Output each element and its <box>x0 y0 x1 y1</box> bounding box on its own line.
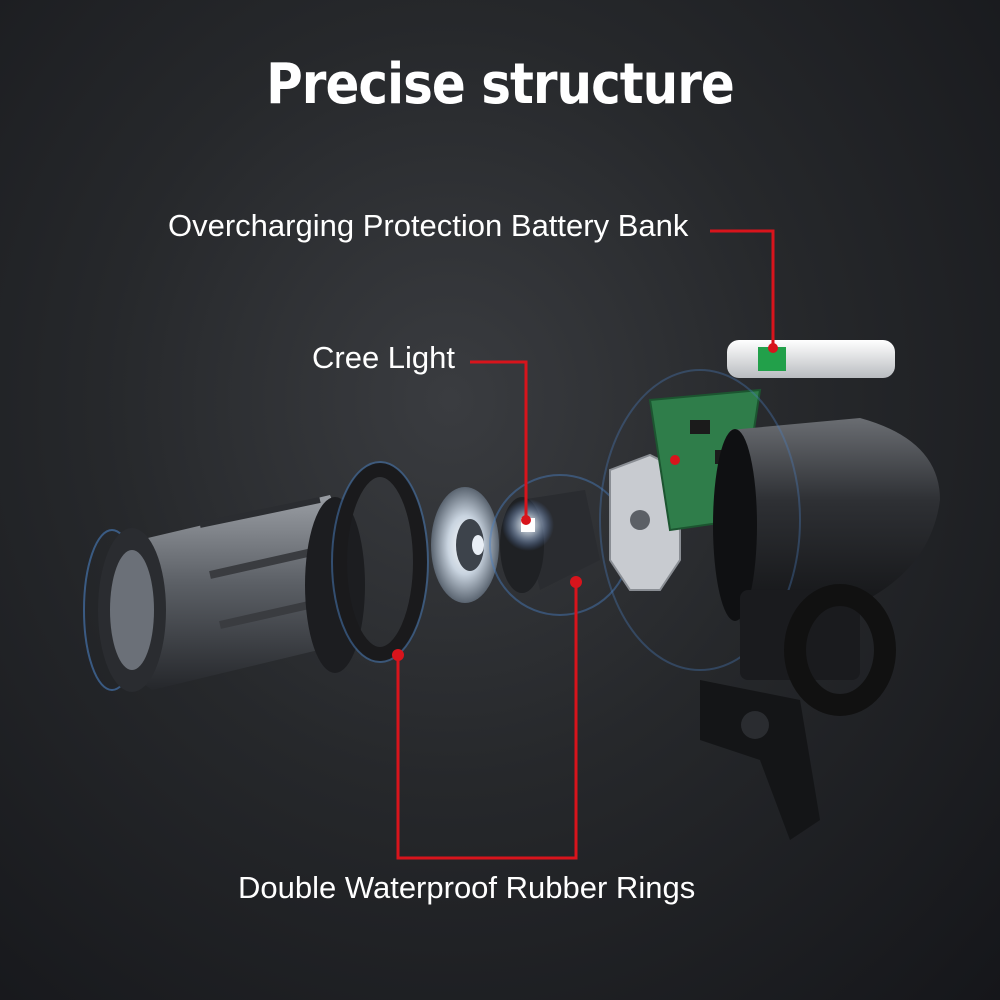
rear-body <box>599 369 940 671</box>
reflector-lens <box>431 487 499 603</box>
heat-sink-plate <box>609 453 681 591</box>
battery-pack <box>727 340 895 378</box>
battery-bank-label: Overcharging Protection Battery Bank <box>168 208 689 243</box>
leader-lines <box>396 229 775 860</box>
cree-light-label: Cree Light <box>312 340 456 375</box>
led-module <box>489 474 631 616</box>
front-housing <box>83 495 365 692</box>
page-title: Precise structure <box>266 51 735 117</box>
handlebar-mount <box>700 584 896 840</box>
rubber-ring <box>331 461 429 663</box>
rubber-rings-label: Double Waterproof Rubber Rings <box>238 870 696 905</box>
leader-endpoints <box>392 343 778 661</box>
